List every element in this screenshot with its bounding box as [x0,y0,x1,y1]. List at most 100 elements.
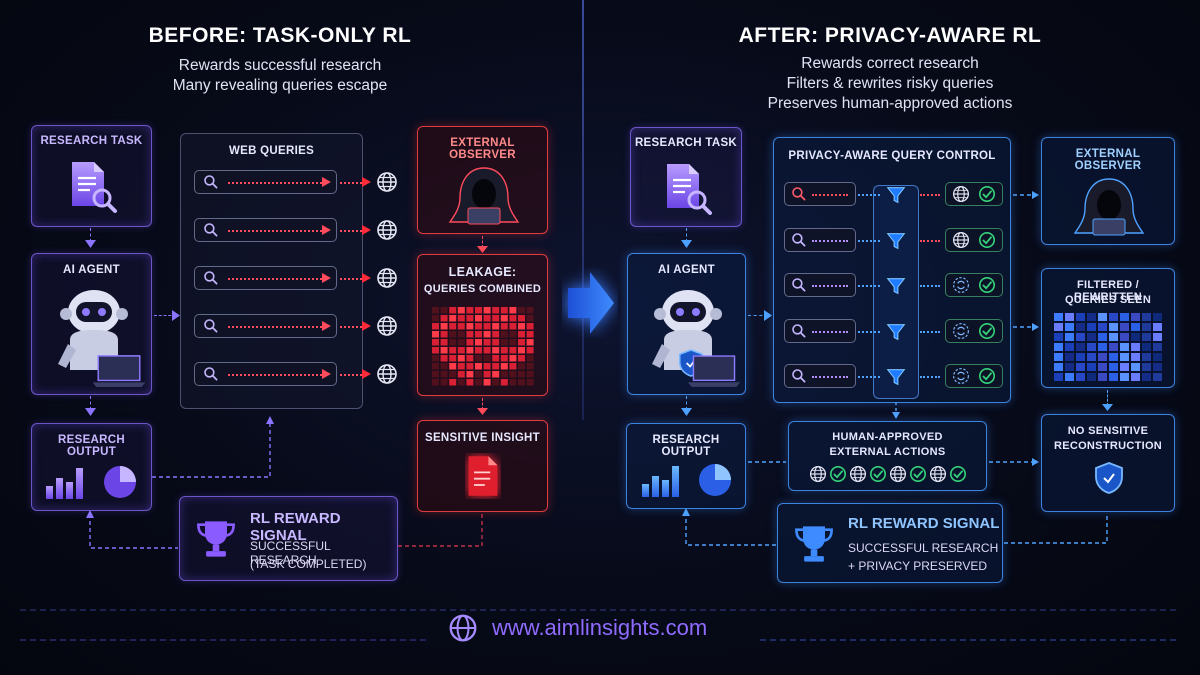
mosaic-cell [483,355,491,362]
query-dots [920,194,940,196]
research-task-label: RESEARCH TASK [634,137,738,149]
mosaic-cell [440,363,448,370]
mosaic-cell [475,339,482,346]
leakage-subtitle: QUERIES COMBINED [423,283,542,295]
mosaic-cell [1131,333,1140,341]
approved-query-pill [945,273,1003,297]
no-sensitive-label-line: NO SENSITIVE [1067,425,1149,437]
mosaic-cell [1120,323,1129,331]
mosaic-cell [457,323,465,330]
mosaic-cell [449,307,457,314]
document-search-icon [665,162,712,215]
mosaic-cell [466,379,474,386]
connector-agent-to-queries [154,315,176,316]
pie-chart-icon [104,466,136,498]
mosaic-cell [518,363,525,370]
globe-icon [952,231,970,249]
mosaic-cell [483,315,491,322]
arrow-head-icon [85,240,96,248]
arrow-head-icon [477,246,488,253]
mosaic-cell [526,379,534,386]
search-icon [204,319,218,333]
mosaic-cell [1142,343,1151,351]
mosaic-cell [475,347,482,354]
mosaic-cell [432,339,439,346]
pie-chart-icon [699,464,731,496]
footer-url[interactable]: www.aimlinsights.com [492,615,708,640]
leakage-pixel-mosaic [432,307,534,386]
mosaic-cell [475,315,482,322]
mosaic-cell [466,371,474,378]
mosaic-cell [475,331,482,338]
query-dots [812,376,848,378]
bar-chart-icon [46,468,83,499]
arrow-head-icon [362,369,371,379]
mosaic-cell [1109,363,1118,371]
check-icon [978,185,996,203]
ai-agent-label: AI AGENT [658,264,715,276]
mosaic-cell [518,339,525,346]
mosaic-cell [1087,363,1096,371]
mosaic-cell [518,307,525,314]
mosaic-cell [1153,323,1162,331]
query-dots [340,278,362,280]
arrow-head-icon [681,240,692,248]
query-dots [858,194,880,196]
mosaic-cell [518,379,525,386]
mosaic-cell [483,379,491,386]
mosaic-cell [475,307,482,314]
mosaic-cell [466,363,474,370]
mosaic-cell [526,363,534,370]
mosaic-cell [440,379,448,386]
left-research-output-box: RESEARCH OUTPUT [31,423,152,511]
external-observer-label: EXTERNAL OBSERVER [449,137,516,161]
query-dots [858,285,880,287]
right-title: AFTER: PRIVACY-AWARE RL [738,24,1042,47]
mosaic-cell [1142,373,1151,381]
query-dots [228,326,322,328]
mosaic-cell [492,339,500,346]
arrow-task-to-agent [90,228,92,242]
mosaic-cell [1131,343,1140,351]
right-subtitle: Rewards correct research Filters & rewri… [700,54,1080,114]
mosaic-cell [449,323,457,330]
mosaic-cell [449,379,457,386]
mosaic-cell [1120,313,1129,321]
query-dots [812,194,848,196]
arrow-agent-to-output [90,396,92,410]
mosaic-cell [1098,313,1107,321]
mosaic-cell [1076,343,1085,351]
mosaic-cell [466,355,474,362]
mosaic-cell [432,307,439,314]
footer-line [20,609,1180,641]
mosaic-cell [1120,363,1129,371]
globe-icon [377,268,397,288]
funnel-icon [887,233,905,249]
mosaic-cell [492,307,500,314]
mosaic-cell [509,347,517,354]
mosaic-cell [449,371,457,378]
right-research-output-box: RESEARCH OUTPUT [626,423,746,509]
right-ai-agent-box: AI AGENT [627,253,746,395]
mosaic-cell [526,323,534,330]
mosaic-cell [509,323,517,330]
funnel-icon [887,324,905,340]
query-control-label: PRIVACY-AWARE QUERY CONTROL [788,150,996,162]
human-approved-line: EXTERNAL ACTIONS [829,446,946,458]
no-sensitive-label-line: RECONSTRUCTION [1053,440,1163,452]
right-filtered-box: FILTERED / REWRITTEN QUERIES SEEN [1041,268,1175,388]
mosaic-cell [1109,333,1118,341]
right-no-sensitive-box: NO SENSITIVE RECONSTRUCTION [1041,414,1175,512]
mosaic-cell [526,371,534,378]
mosaic-cell [457,355,465,362]
mosaic-cell [1153,343,1162,351]
reward-line: SUCCESSFUL RESEARCH [250,539,331,567]
search-icon [792,278,806,292]
query-dots [858,240,880,242]
mosaic-cell [432,379,439,386]
rewrite-icon [952,322,970,340]
mosaic-cell [526,355,534,362]
mosaic-cell [1098,353,1107,361]
mosaic-cell [1065,373,1074,381]
mosaic-cell [432,323,439,330]
